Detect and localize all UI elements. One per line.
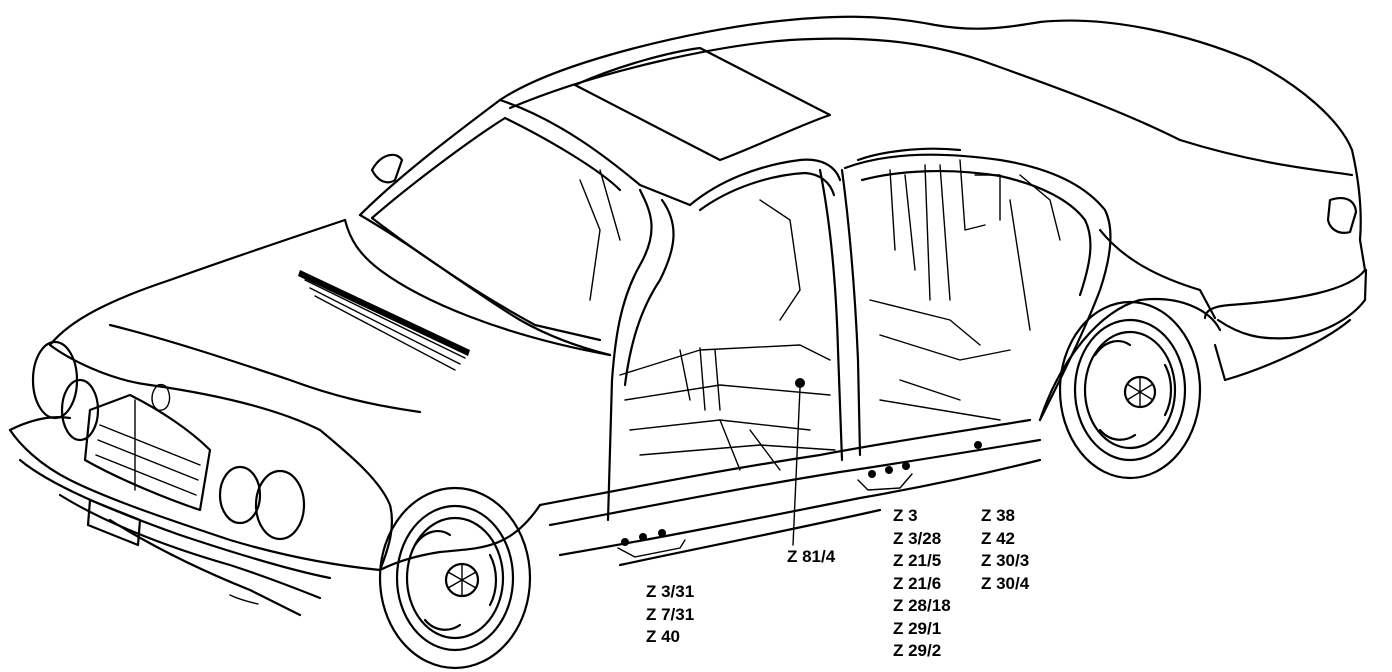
rear-wheel	[1058, 300, 1202, 480]
label-group-front-sill: Z 3/31 Z 7/31 Z 40	[646, 581, 694, 649]
connector-dot	[868, 470, 876, 478]
connector-label: Z 30/4	[981, 573, 1030, 593]
connector-label: Z 21/6	[893, 573, 942, 593]
connector-dot	[621, 538, 629, 546]
bracket-mid	[857, 473, 913, 491]
label-group-mid-sill-right: Z 38 Z 42 Z 30/3 Z 30/4	[981, 505, 1029, 595]
connector-label: Z 29/2	[893, 641, 942, 660]
connector-dot	[658, 529, 666, 537]
connector-label: Z 21/5	[893, 551, 942, 570]
connector-label: Z 3/28	[893, 528, 942, 548]
connector-markers	[617, 387, 982, 558]
connector-label: Z 30/3	[981, 551, 1030, 570]
connector-label: Z 29/1	[893, 618, 942, 638]
connector-label: Z 28/18	[893, 596, 951, 615]
car-body-outline	[8, 15, 1368, 617]
connector-label: Z 7/31	[646, 604, 695, 624]
front-wheel	[378, 486, 532, 670]
connector-label: Z 3/31	[646, 582, 695, 601]
front-lights-and-grille	[31, 340, 306, 605]
connector-dot	[639, 533, 647, 541]
hood-vent	[298, 270, 470, 371]
label-group-z81: Z 81/4	[787, 546, 835, 569]
connector-label: Z 42	[981, 528, 1016, 548]
sunroof	[573, 46, 832, 162]
label-group-mid-sill-left: Z 3 Z 3/28 Z 21/5 Z 21/6 Z 28/18 Z 29/1 …	[893, 505, 951, 663]
connector-dot	[974, 441, 982, 449]
interior-floor-detail	[579, 159, 1061, 471]
connector-label: Z 81/4	[787, 547, 836, 566]
connector-dot	[902, 462, 910, 470]
connector-label: Z 38	[981, 506, 1016, 525]
connector-label: Z 3	[893, 506, 918, 525]
leader-z81	[792, 387, 801, 546]
connector-label: Z 40	[646, 627, 681, 646]
connector-dot	[885, 466, 893, 474]
bracket-front	[617, 539, 686, 558]
